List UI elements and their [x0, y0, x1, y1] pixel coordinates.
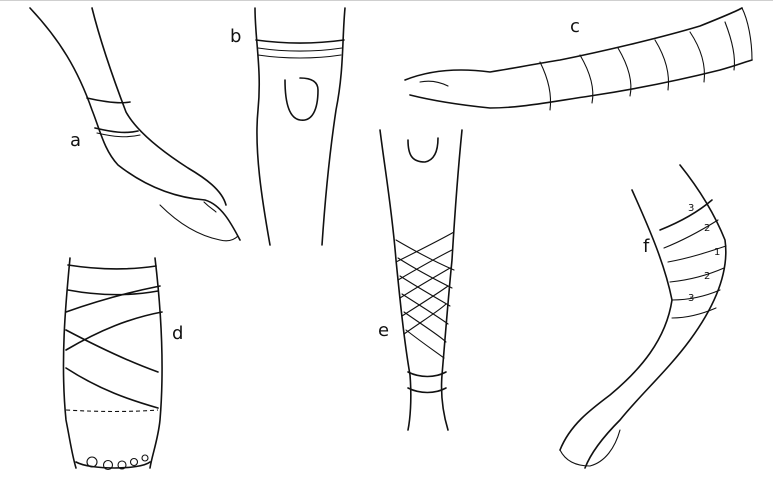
- label-c: c: [570, 18, 580, 36]
- elbow-turn-number: 2: [704, 224, 710, 234]
- elbow-turn-number: 2: [704, 272, 710, 282]
- label-a: a: [70, 132, 81, 150]
- illustration-d-foot-figure-eight-bandage: [63, 258, 162, 470]
- elbow-turn-number: 3: [688, 204, 694, 214]
- illustration-e-leg-herringbone-bandage: [380, 130, 462, 430]
- illustration-f-elbow-numbered-bandage: [560, 165, 726, 468]
- illustration-a-wrist-circular-bandage: [30, 8, 240, 241]
- elbow-turn-number: 1: [714, 248, 720, 258]
- label-b: b: [230, 28, 241, 46]
- label-d: d: [172, 325, 183, 343]
- illustration-b-knee-circular-bandage: [255, 8, 345, 245]
- label-e: e: [378, 322, 389, 340]
- elbow-turn-number: 3: [688, 294, 694, 304]
- label-f: f: [643, 238, 649, 256]
